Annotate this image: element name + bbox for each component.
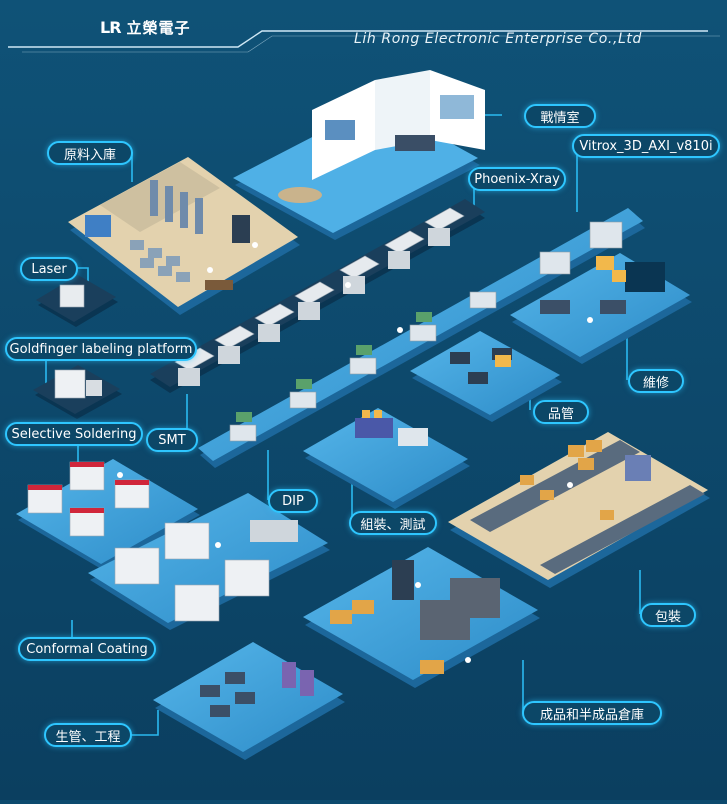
label-raw-material-storage: 原料入庫 (47, 141, 133, 165)
label-quality-control: 品管 (533, 400, 589, 424)
platform-packaging (448, 432, 710, 588)
platform-raw-material (68, 157, 300, 315)
label-war-room: 戰情室 (524, 104, 596, 128)
label-warehouse: 成品和半成品倉庫 (522, 701, 662, 725)
label-vitrox-axi: Vitrox_3D_AXI_v810i (572, 134, 720, 158)
platform-laser (36, 275, 118, 327)
label-assembly-testing: 組裝、測試 (349, 511, 437, 535)
label-smt: SMT (146, 428, 198, 452)
platform-selective-soldering (16, 459, 200, 570)
label-selective-soldering: Selective Soldering (5, 422, 143, 446)
platform-smt-line (150, 199, 485, 393)
label-dip: DIP (268, 489, 318, 513)
company-logo: LR 立榮電子 (100, 14, 191, 40)
logo-name: 立榮電子 (126, 18, 191, 37)
platform-quality-control (410, 331, 562, 422)
label-conformal-coating: Conformal Coating (18, 637, 156, 661)
logo-mark: LR (100, 17, 121, 37)
platform-goldfinger (33, 365, 122, 419)
label-goldfinger-labeling: Goldfinger labeling platform (5, 337, 197, 361)
platform-war-room (233, 70, 485, 240)
platform-production-engineering (153, 642, 345, 760)
platform-warehouse (303, 547, 540, 688)
platform-conformal-coating (88, 493, 330, 630)
label-packaging: 包裝 (640, 603, 696, 627)
platform-repair (510, 253, 692, 364)
label-repair: 維修 (628, 369, 684, 393)
label-laser: Laser (20, 257, 78, 281)
workers (117, 242, 593, 663)
platform-assembly-testing (303, 408, 470, 509)
label-phoenix-xray: Phoenix-Xray (468, 167, 566, 191)
header: LR 立榮電子 Lih Rong Electronic Enterprise C… (0, 0, 727, 60)
company-name: Lih Rong Electronic Enterprise Co.,Ltd (354, 31, 642, 47)
label-production-engineering: 生管、工程 (44, 723, 132, 747)
platform-dip-line (198, 208, 645, 468)
header-divider (8, 30, 720, 53)
